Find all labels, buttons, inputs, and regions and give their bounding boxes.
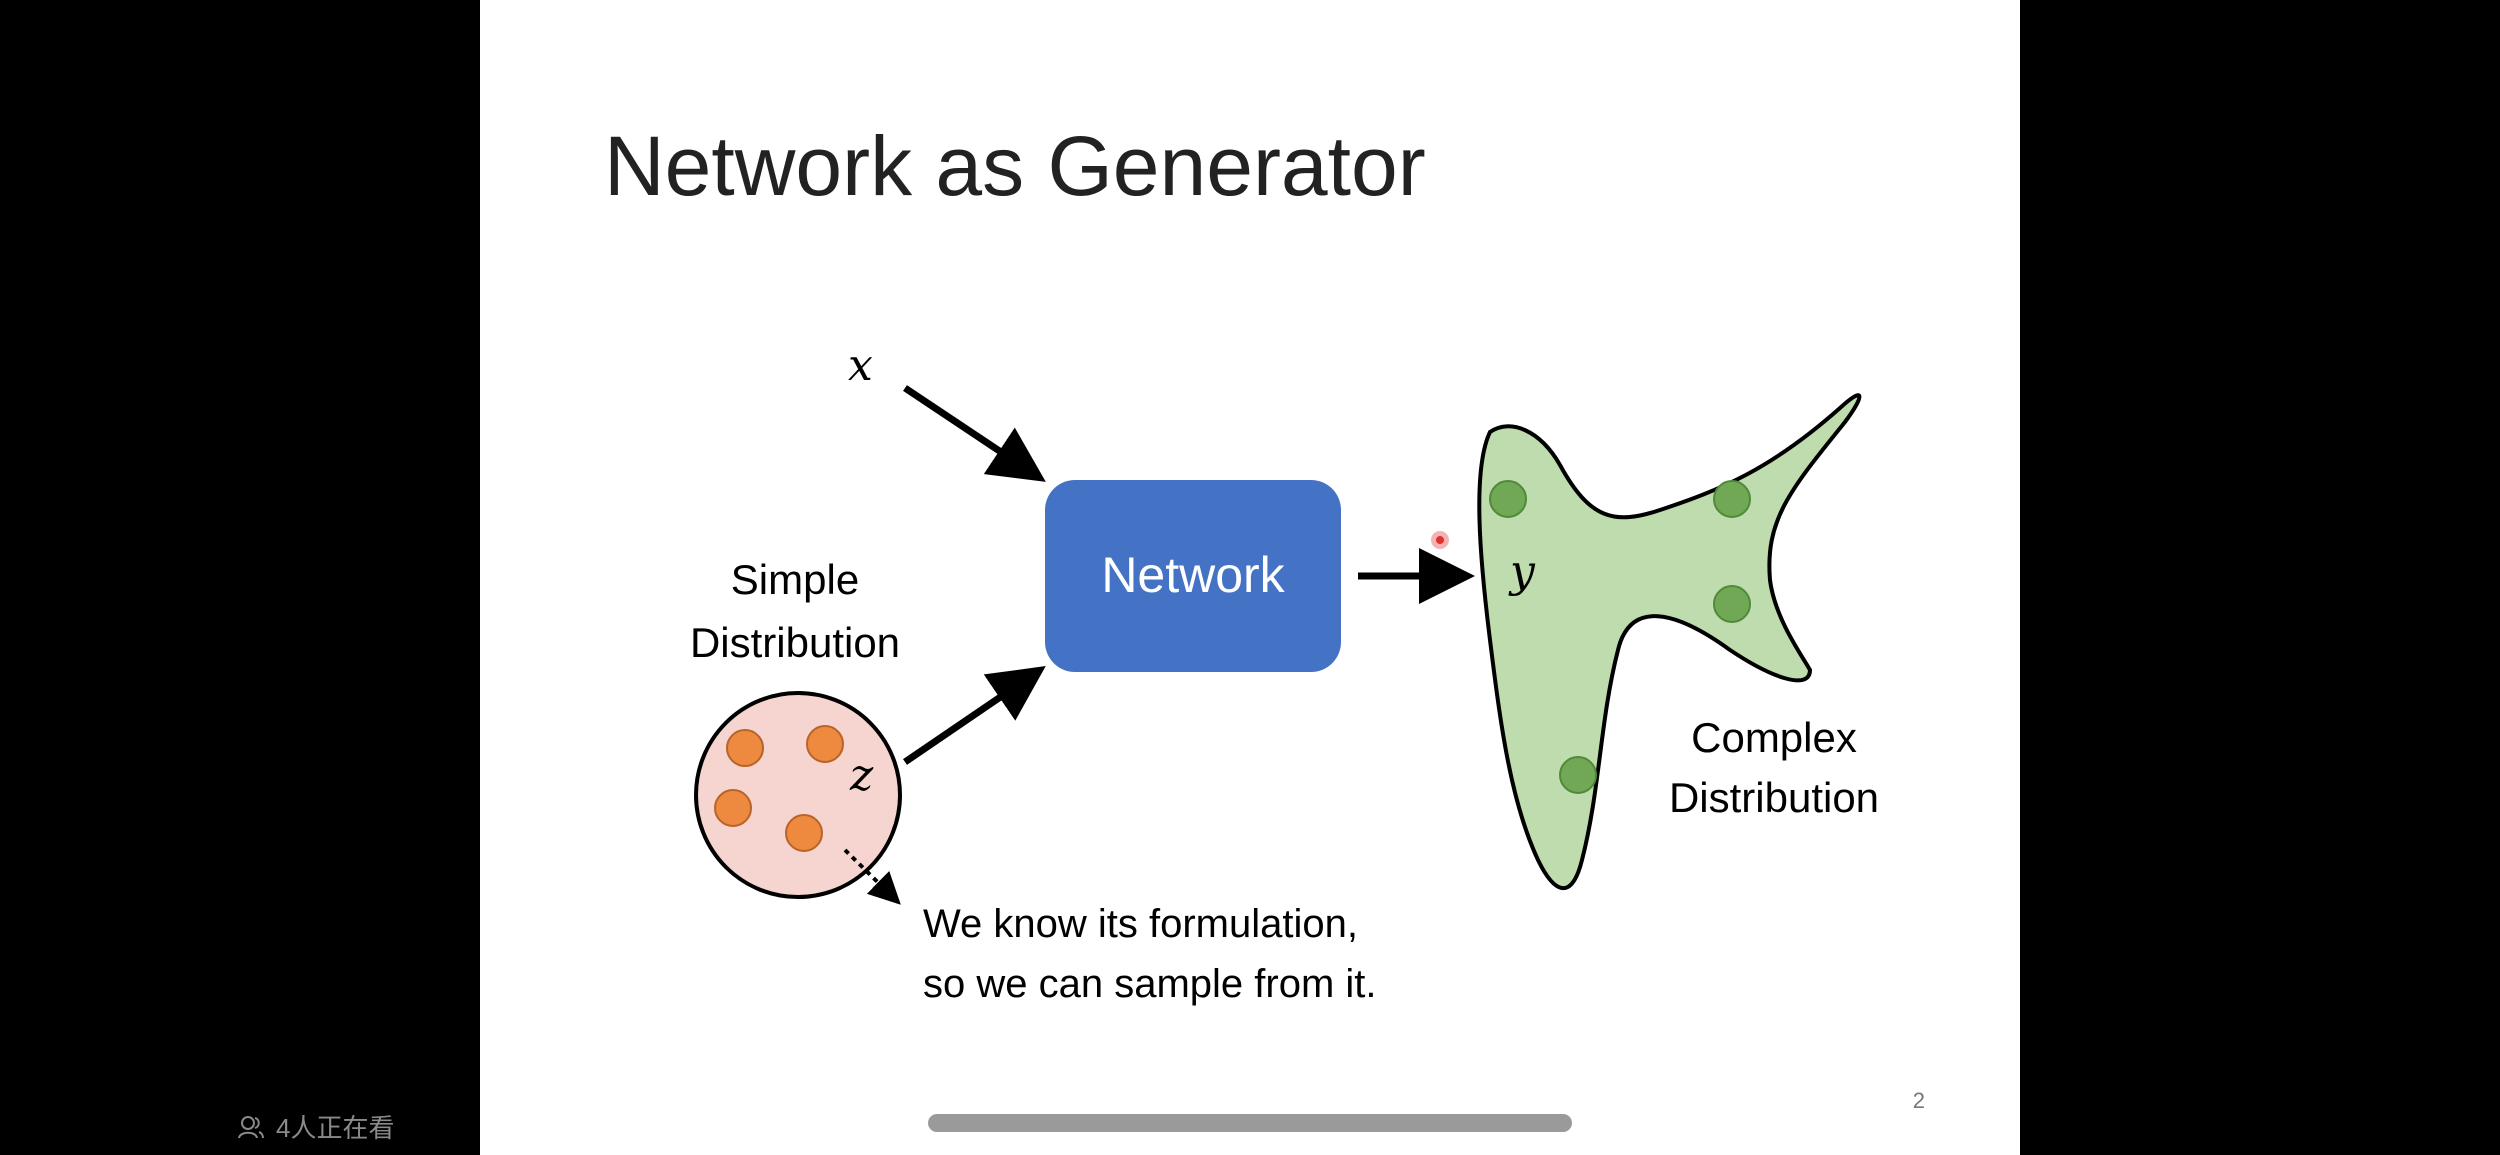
- complex-sample-dot: [1713, 585, 1751, 623]
- complex-sample-dot: [1489, 480, 1527, 518]
- page-number: 2: [1912, 1088, 1925, 1113]
- note-line1: We know its formulation,: [923, 902, 1358, 946]
- simple-sample-dot: [806, 725, 844, 763]
- input-x-label: x: [848, 340, 873, 391]
- network-box: [1045, 480, 1341, 672]
- laser-pointer-core: [1436, 536, 1444, 544]
- simple-label-line1: Simple: [731, 556, 859, 603]
- viewer-count-text: 4人正在看: [276, 1113, 395, 1143]
- scrollbar[interactable]: [928, 1114, 1572, 1132]
- note-line2: so we can sample from it.: [923, 962, 1377, 1006]
- z-to-network-arrow: [903, 666, 1046, 765]
- y-label: y: [1508, 546, 1536, 597]
- viewer-count: 4人正在看: [236, 1108, 394, 1145]
- complex-label-line1: Complex: [1691, 714, 1857, 761]
- z-label: z: [849, 750, 874, 801]
- slide-title: Network as Generator: [604, 119, 1426, 213]
- simple-sample-dot: [714, 789, 752, 827]
- complex-label-line2: Distribution: [1669, 774, 1879, 821]
- complex-sample-dot: [1559, 756, 1597, 794]
- complex-sample-dot: [1713, 480, 1751, 518]
- simple-sample-dot: [726, 729, 764, 767]
- x-to-network-arrow: [903, 385, 1046, 482]
- simple-sample-dot: [785, 814, 823, 852]
- slide: Network as Generator x Network Simple Di…: [480, 0, 2020, 1155]
- simple-label-line2: Distribution: [690, 619, 900, 666]
- network-label: Network: [1101, 547, 1285, 603]
- diagram: x Network Simple Distribution z We know …: [690, 340, 1879, 1006]
- note-pointer-arrow: [843, 848, 901, 905]
- viewers-icon: [238, 1115, 264, 1138]
